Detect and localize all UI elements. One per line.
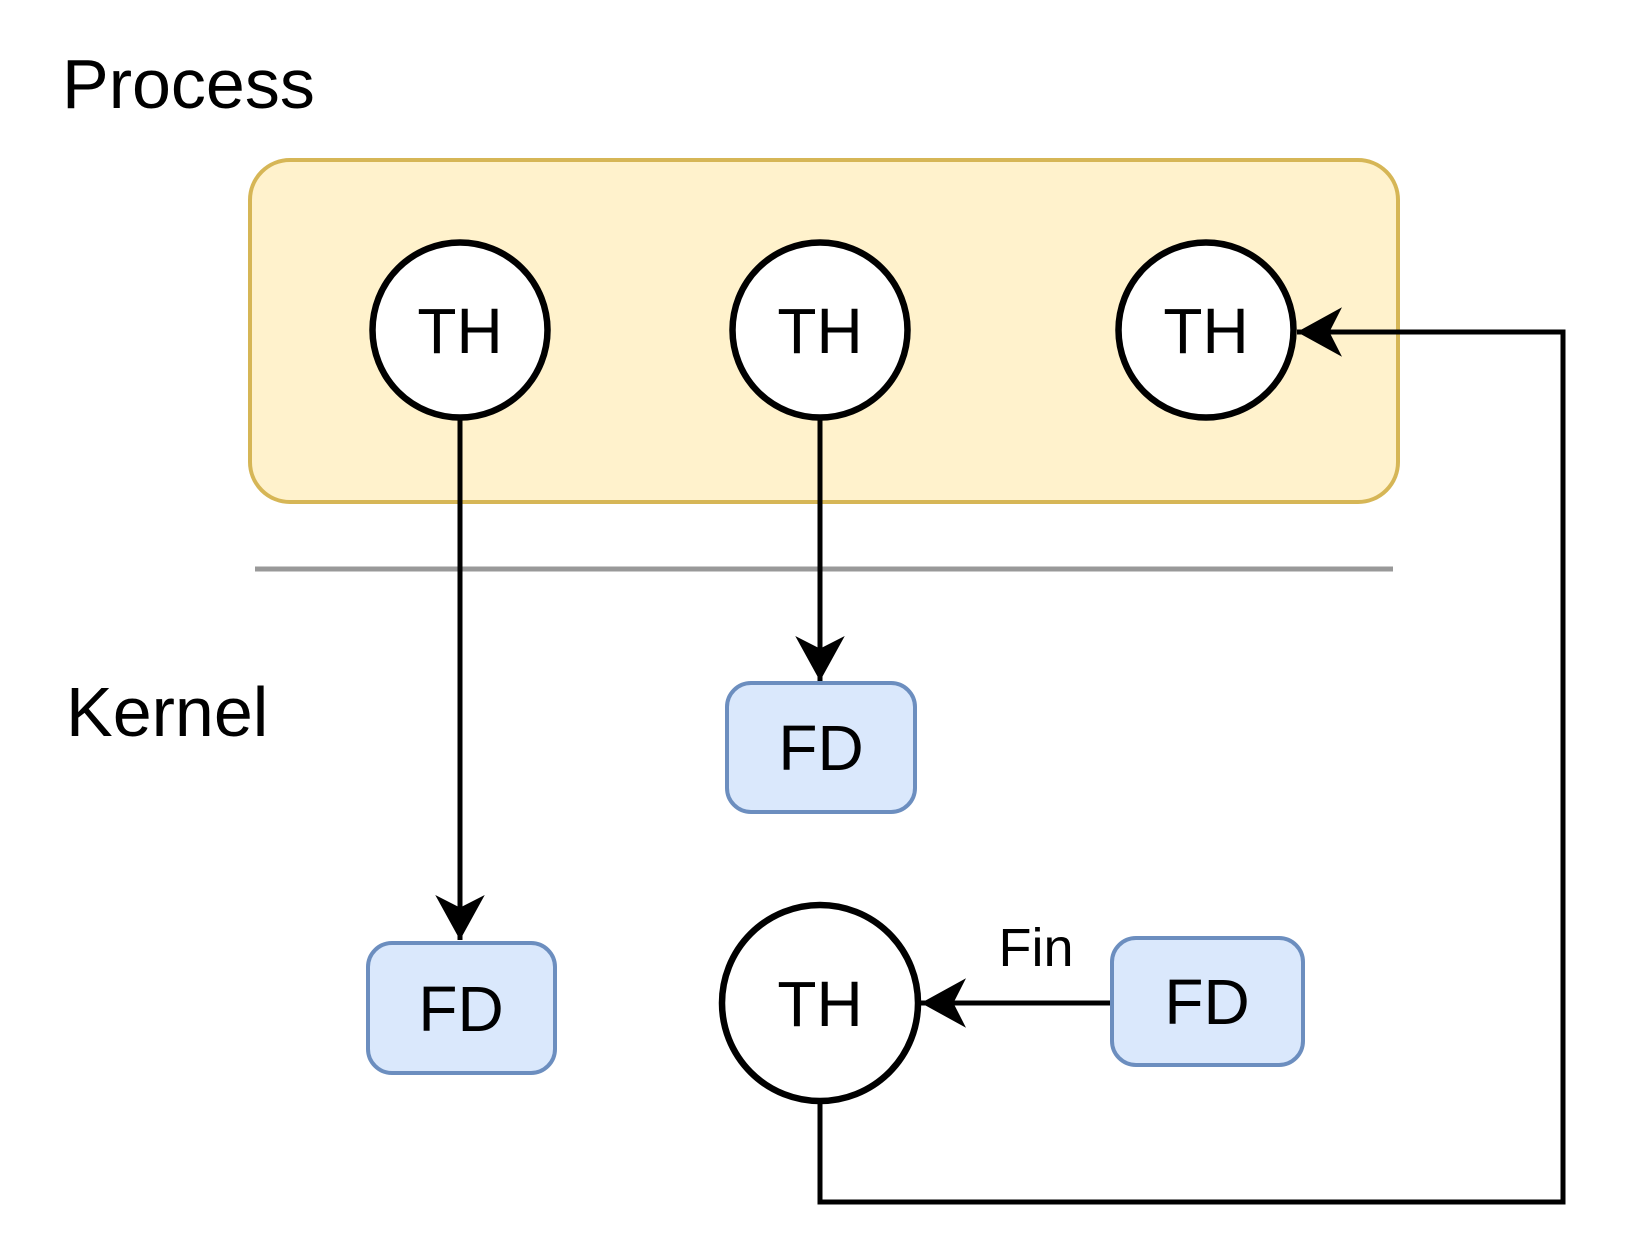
fd-right-box — [1110, 936, 1305, 1067]
kernel-thread-circle — [718, 901, 922, 1105]
thread2-circle — [729, 239, 911, 421]
thread3-circle — [1115, 239, 1297, 421]
edge-kernel-thread-to-thread3 — [817, 307, 1566, 1205]
thread3-label: TH — [1163, 295, 1248, 367]
fd-middle-label: FD — [778, 712, 863, 784]
process-label: Process — [62, 45, 315, 123]
thread1-label: TH — [417, 295, 502, 367]
fd-left-box — [366, 941, 557, 1075]
thread1-circle — [369, 239, 551, 421]
fd-right-label: FD — [1164, 966, 1249, 1038]
kernel-thread-label: TH — [777, 968, 862, 1040]
fd-middle-box — [725, 681, 917, 814]
kernel-label: Kernel — [66, 673, 268, 751]
fin-edge-label: Fin — [998, 918, 1073, 978]
fd-left-label: FD — [418, 973, 503, 1045]
thread2-label: TH — [777, 295, 862, 367]
